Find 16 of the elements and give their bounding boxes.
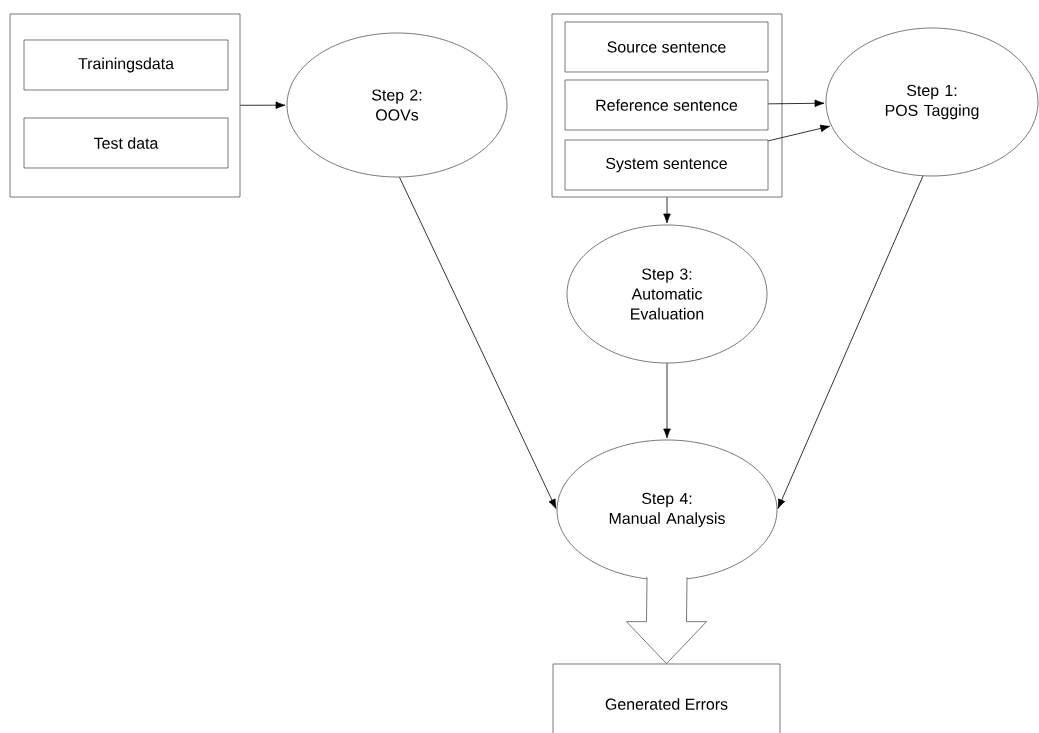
text-box: Trainingsdata bbox=[23, 39, 229, 91]
output-box: Generated Errors bbox=[552, 663, 781, 733]
block-arrow bbox=[626, 577, 707, 664]
arrow bbox=[777, 175, 924, 509]
arrow bbox=[767, 124, 831, 142]
text-box: Reference sentence bbox=[564, 79, 769, 131]
text-box: System sentence bbox=[564, 139, 769, 191]
text-box: Test data bbox=[23, 117, 229, 169]
arrow bbox=[663, 362, 671, 439]
arrow bbox=[399, 176, 557, 509]
group-box bbox=[551, 13, 783, 198]
arrow bbox=[239, 101, 286, 109]
text-box: Source sentence bbox=[564, 21, 769, 73]
arrow bbox=[767, 99, 825, 108]
arrow bbox=[663, 196, 671, 224]
group-box bbox=[9, 13, 241, 198]
